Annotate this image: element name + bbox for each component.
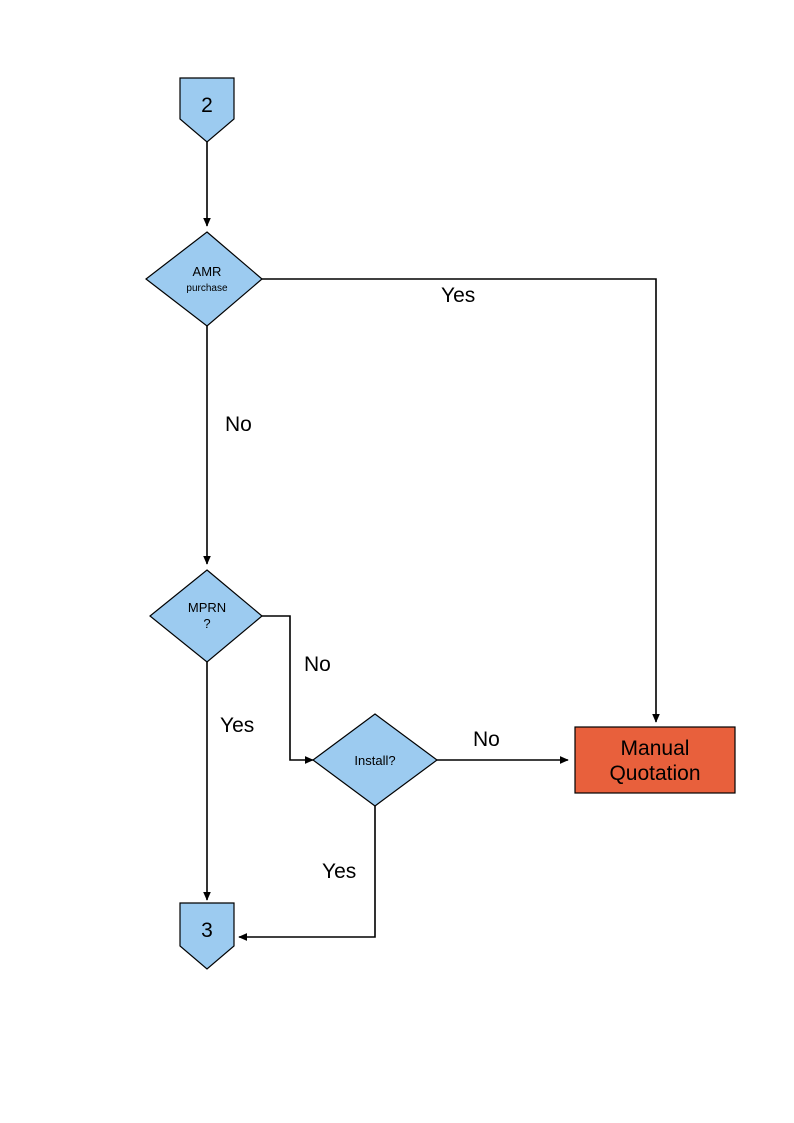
node-label-line1: Manual: [621, 737, 690, 760]
node-label-line2: purchase: [186, 283, 228, 294]
edge-label-mprn-yes: Yes: [220, 714, 254, 737]
node-label-line2: ?: [203, 616, 210, 631]
node-label-line1: Install?: [354, 753, 395, 768]
edge-install-yes-to-end3: [238, 806, 376, 941]
edge-label-install-yes: Yes: [322, 860, 356, 883]
node-label: 2: [201, 94, 213, 117]
edge-amr-yes-to-manual-quotation: [262, 278, 660, 723]
node-decision-install[interactable]: Install?: [311, 713, 439, 807]
rectangle-shape: [574, 726, 736, 794]
diamond-shape: [149, 569, 263, 663]
pentagon-down-shape: [179, 902, 235, 970]
diamond-shape: [311, 713, 439, 807]
edge-label-install-no: No: [473, 728, 500, 751]
node-process-manual-quotation[interactable]: Manual Quotation: [574, 726, 736, 794]
edge-mprn-no-to-install: [262, 615, 314, 764]
node-label-line1: AMR: [193, 264, 222, 279]
node-decision-amr-purchase[interactable]: AMR purchase: [145, 231, 263, 327]
node-decision-mprn[interactable]: MPRN ?: [149, 569, 263, 663]
edge-label-mprn-no: No: [304, 653, 331, 676]
edge-label-amr-yes: Yes: [441, 284, 475, 307]
node-label: 3: [201, 919, 213, 942]
diamond-shape: [145, 231, 263, 327]
node-label-line1: MPRN: [188, 600, 226, 615]
node-off-page-connector-2[interactable]: 2: [179, 77, 235, 143]
node-off-page-connector-3[interactable]: 3: [179, 902, 235, 970]
pentagon-down-shape: [179, 77, 235, 143]
edge-label-amr-no: No: [225, 413, 252, 436]
node-label-line2: Quotation: [609, 762, 700, 785]
